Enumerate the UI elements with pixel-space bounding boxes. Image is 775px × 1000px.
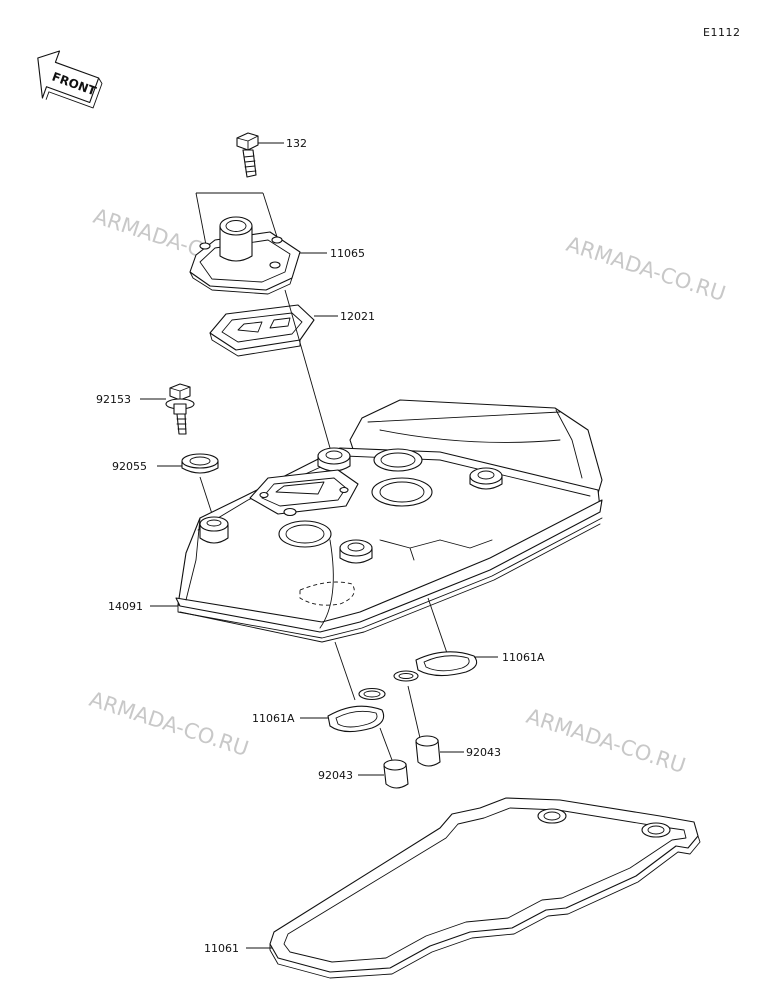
part-label-92153: 92153 — [96, 393, 131, 406]
watermark: ARMADA-CO.RU — [523, 704, 688, 778]
part-label-14091: 14091 — [108, 600, 143, 613]
head-cover-gasket-11061 — [269, 797, 701, 979]
plug-gasket-11061A-right — [393, 651, 478, 682]
part-label-132: 132 — [286, 137, 307, 150]
dowel-pin-92043-right — [415, 735, 441, 767]
part-label-11061: 11061 — [204, 942, 239, 955]
watermark: ARMADA-CO.RU — [563, 232, 728, 306]
part-label-12021: 12021 — [340, 310, 375, 323]
breather-cover-11065 — [189, 192, 301, 295]
part-label-92043-right: 92043 — [466, 746, 501, 759]
dowel-pin-92043-left — [383, 759, 409, 789]
bolt-132 — [236, 132, 259, 178]
bolt-92153 — [165, 383, 195, 435]
diagram-code: E1112 — [703, 26, 740, 39]
gasket-12021 — [209, 304, 315, 357]
washer-92055 — [181, 453, 219, 474]
part-label-92043-left: 92043 — [318, 769, 353, 782]
part-label-11061A-right: 11061A — [502, 651, 545, 664]
front-arrow-icon: FRONT — [37, 50, 103, 109]
part-label-92055: 92055 — [112, 460, 147, 473]
plug-gasket-11061A-left — [327, 687, 386, 733]
head-cover-14091 — [175, 399, 603, 643]
part-label-11065: 11065 — [330, 247, 365, 260]
watermark: ARMADA-CO.RU — [86, 687, 251, 761]
part-label-11061A-left: 11061A — [252, 712, 295, 725]
